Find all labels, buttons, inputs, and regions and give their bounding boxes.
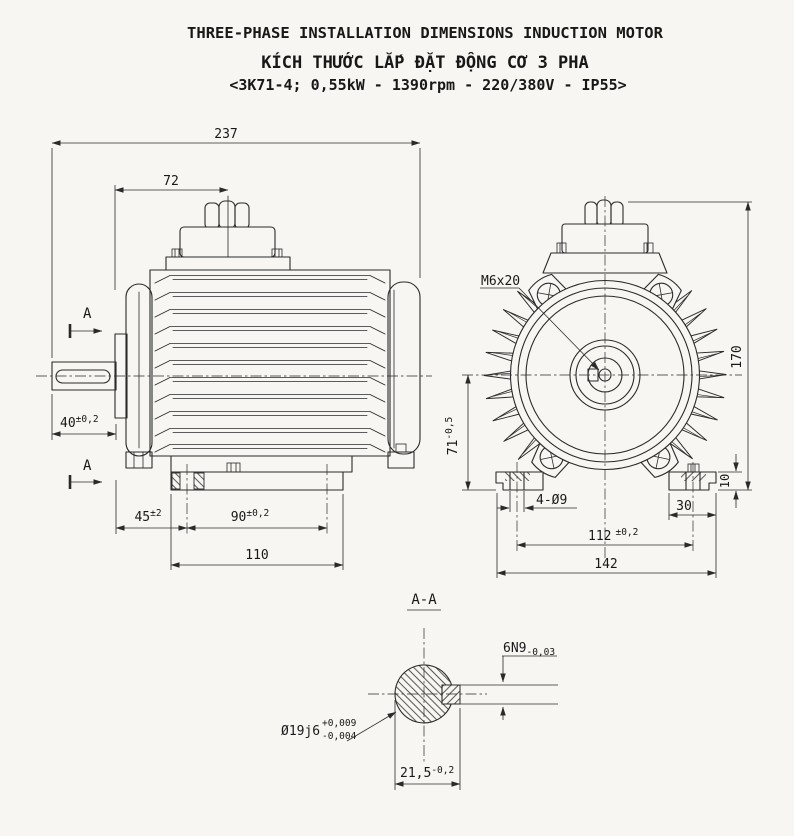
- section-dimensions: 6N9-0,03 Ø19j6 +0,009 -0,004 21,5-0,2: [281, 641, 558, 790]
- cooling-fins-side: [154, 275, 386, 453]
- dim-shaft-dia-lower-tol: -0,004: [322, 731, 357, 742]
- title-line-vi: KÍCH THƯỚC LẮP ĐẶT ĐỘNG CƠ 3 PHA: [261, 51, 589, 73]
- side-view: 237 72 40±0,2 A A 45±2 90±0,2: [36, 127, 432, 570]
- drain-plug: [226, 462, 241, 473]
- dim-foot-thickness: 10: [718, 474, 732, 488]
- dim-shaft-length: 40±0,2: [60, 414, 99, 431]
- key-section: [441, 684, 461, 705]
- dim-foot-edge: 30: [676, 499, 692, 514]
- dim-shaft-height: 71-0,5: [444, 417, 461, 456]
- title-line-en: THREE-PHASE INSTALLATION DIMENSIONS INDU…: [187, 24, 664, 42]
- mounting-feet-front: [495, 462, 717, 552]
- side-view-dimensions: 237 72 40±0,2 A A 45±2 90±0,2: [51, 127, 421, 570]
- dim-hole-span: 112±0,2: [588, 527, 638, 544]
- shaft: [51, 361, 117, 391]
- front-view: M6x20 170 71-0,5 10 30 112±0,2 142: [444, 196, 752, 578]
- front-view-dimensions: M6x20 170 71-0,5 10 30 112±0,2 142: [444, 201, 752, 578]
- dim-overall-length: 237: [214, 127, 237, 142]
- svg-text:A: A: [83, 306, 92, 322]
- drive-endbell: [125, 283, 153, 457]
- dim-foot-front-offset: 45±2: [134, 508, 161, 525]
- tap-hole-label: M6x20: [481, 274, 520, 289]
- dim-foot-hole-pitch: 90±0,2: [231, 508, 270, 525]
- dim-key-width: 6N9-0,03: [503, 641, 555, 658]
- dim-foot-span: 142: [594, 557, 617, 572]
- drawing-title: THREE-PHASE INSTALLATION DIMENSIONS INDU…: [187, 24, 664, 94]
- title-specs: <3K71-4; 0,55kW - 1390rpm - 220/380V - I…: [229, 76, 626, 94]
- section-title: A-A: [411, 592, 437, 608]
- terminal-box-side: [165, 195, 291, 271]
- section-marker-lower: A: [68, 458, 103, 489]
- dim-shaft-diameter: Ø19j6: [281, 724, 320, 739]
- foot-bolt: [687, 463, 700, 473]
- section-aa: A-A 6N9-0,03 Ø19j6 +0,009 -0,004 21,5-0,…: [281, 592, 558, 790]
- mounting-foot-side: [125, 443, 415, 534]
- mount-holes-label: 4-Ø9: [536, 493, 567, 508]
- dim-overall-height: 170: [730, 345, 745, 368]
- dim-foot-length: 110: [245, 548, 268, 563]
- dim-across-key: 21,5-0,2: [400, 765, 454, 781]
- shaft-section: [394, 664, 453, 724]
- dim-box-offset: 72: [163, 174, 179, 189]
- dim-shaft-dia-upper-tol: +0,009: [322, 718, 357, 729]
- bearing-cap: [114, 333, 128, 419]
- shaft-keyway-slot: [55, 369, 111, 384]
- svg-text:A: A: [83, 458, 92, 474]
- fan-cover: [387, 281, 421, 455]
- section-marker-upper: A: [68, 306, 103, 338]
